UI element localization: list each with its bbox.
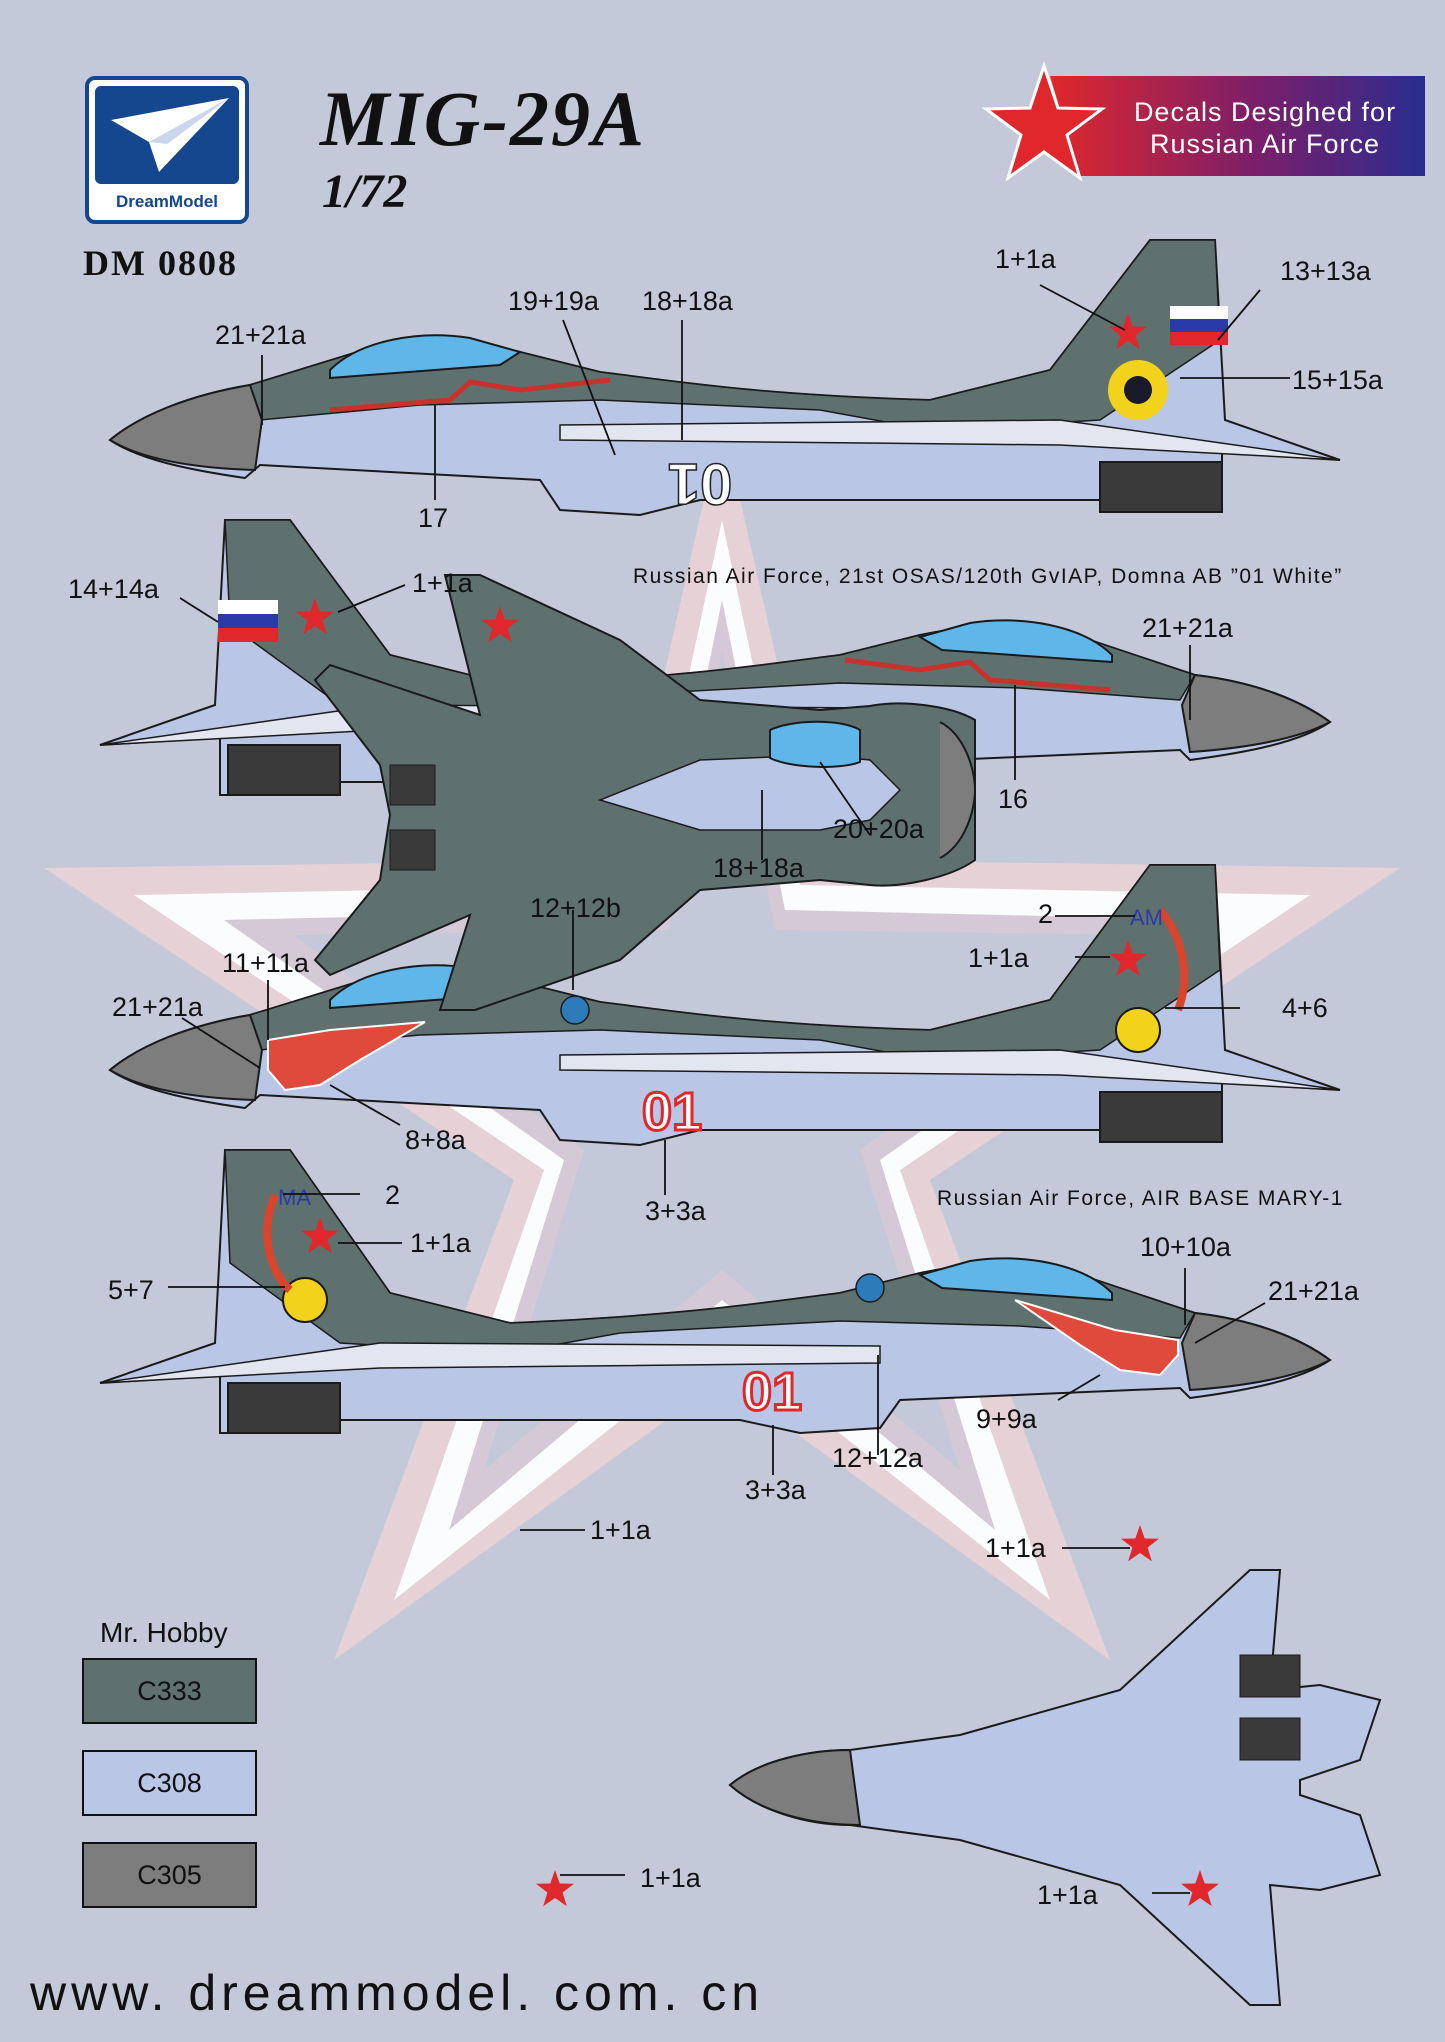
callout-label: 19+19a <box>508 286 599 316</box>
callout-label: 3+3a <box>645 1196 706 1226</box>
board-number-4: 01 <box>742 1362 802 1422</box>
banner-line-2: Russian Air Force <box>1149 129 1381 159</box>
callout-label: 8+8a <box>405 1125 466 1155</box>
paint-swatch: C333 <box>82 1658 257 1724</box>
aircraft-profile-4: 01 MA <box>99 1149 1332 1435</box>
tail-code-3: AM <box>1130 905 1163 930</box>
callout-label: 20+20a <box>833 814 924 844</box>
callout-label: 5+7 <box>108 1275 154 1305</box>
callout-label: 4+6 <box>1282 993 1328 1023</box>
red-star-bottom-1 <box>1121 1525 1159 1562</box>
callout-label: 21+21a <box>215 320 306 350</box>
callout-label: 21+21a <box>112 992 203 1022</box>
aircraft-bottom-view <box>728 1569 1382 2006</box>
callout-label: 18+18a <box>642 286 733 316</box>
tail-flag-2 <box>218 600 278 642</box>
callout-label: 13+13a <box>1280 256 1371 286</box>
aircraft-profile-1: 01 <box>108 239 1341 517</box>
aircraft-profile-3: 01 AM <box>108 864 1341 1147</box>
callout-label: 12+12b <box>530 893 621 923</box>
scheme-caption-1: Russian Air Force, 21st OSAS/120th GvIAP… <box>633 565 1343 588</box>
tail-flag-1 <box>1108 306 1228 420</box>
brand-logo: DreamModel <box>85 76 249 224</box>
callout-label: 1+1a <box>410 1228 471 1258</box>
callout-label: 1+1a <box>968 943 1029 973</box>
paper-plane-icon <box>95 86 239 184</box>
website-url: www. dreammodel. com. cn <box>30 1965 765 2021</box>
paint-swatch: C308 <box>82 1750 257 1816</box>
callout-label: 1+1a <box>985 1533 1046 1563</box>
callout-label: 9+9a <box>976 1404 1037 1434</box>
callout-label: 21+21a <box>1268 1276 1359 1306</box>
shark-mouth-4 <box>1014 1299 1179 1377</box>
banner-graphic <box>981 61 1425 182</box>
board-number-3: 01 <box>642 1082 702 1142</box>
callout-label: 1+1a <box>412 568 473 598</box>
unit-badge-4 <box>855 1273 885 1303</box>
brand-name: DreamModel <box>115 192 219 211</box>
unit-badge-3 <box>560 995 590 1025</box>
scale-label: 1/72 <box>322 165 408 218</box>
callout-label: 1+1a <box>590 1515 651 1545</box>
callout-label: 10+10a <box>1140 1232 1231 1262</box>
tail-emblem-3 <box>1115 1007 1161 1053</box>
paint-brand: Mr. Hobby <box>100 1617 228 1648</box>
tail-emblem-4 <box>282 1277 328 1323</box>
callout-label: 3+3a <box>745 1475 806 1505</box>
product-code: DM 0808 <box>83 243 238 283</box>
callout-label: 2 <box>385 1180 401 1210</box>
leader-lines <box>168 284 1290 1894</box>
board-number-1: 01 <box>668 451 733 516</box>
callout-label: 1+1a <box>1037 1880 1098 1910</box>
page-title: MIG-29A <box>320 75 647 162</box>
scheme-caption-2: Russian Air Force, AIR BASE MARY-1 <box>937 1187 1344 1210</box>
callout-label: 2 <box>1038 899 1054 929</box>
callout-label: 1+1a <box>995 244 1056 274</box>
aircraft-top-view <box>313 574 977 1907</box>
callout-label: 11+11a <box>222 948 309 978</box>
banner-text: Decals Desighed for Russian Air Force <box>1100 96 1430 160</box>
callout-label: 1+1a <box>640 1863 701 1893</box>
callout-label: 16 <box>998 784 1029 814</box>
paint-swatch: C305 <box>82 1842 257 1908</box>
callout-label: 14+14a <box>68 574 159 604</box>
shark-mouth-3 <box>267 1021 426 1092</box>
callout-label: 21+21a <box>1142 613 1233 643</box>
callout-label: 12+12a <box>832 1443 923 1473</box>
tail-code-4: MA <box>278 1185 311 1210</box>
callout-label: 15+15a <box>1292 365 1383 395</box>
callout-label: 17 <box>418 503 449 533</box>
callout-label: 18+18a <box>713 853 804 883</box>
banner-line-1: Decals Desighed for <box>1133 97 1397 127</box>
